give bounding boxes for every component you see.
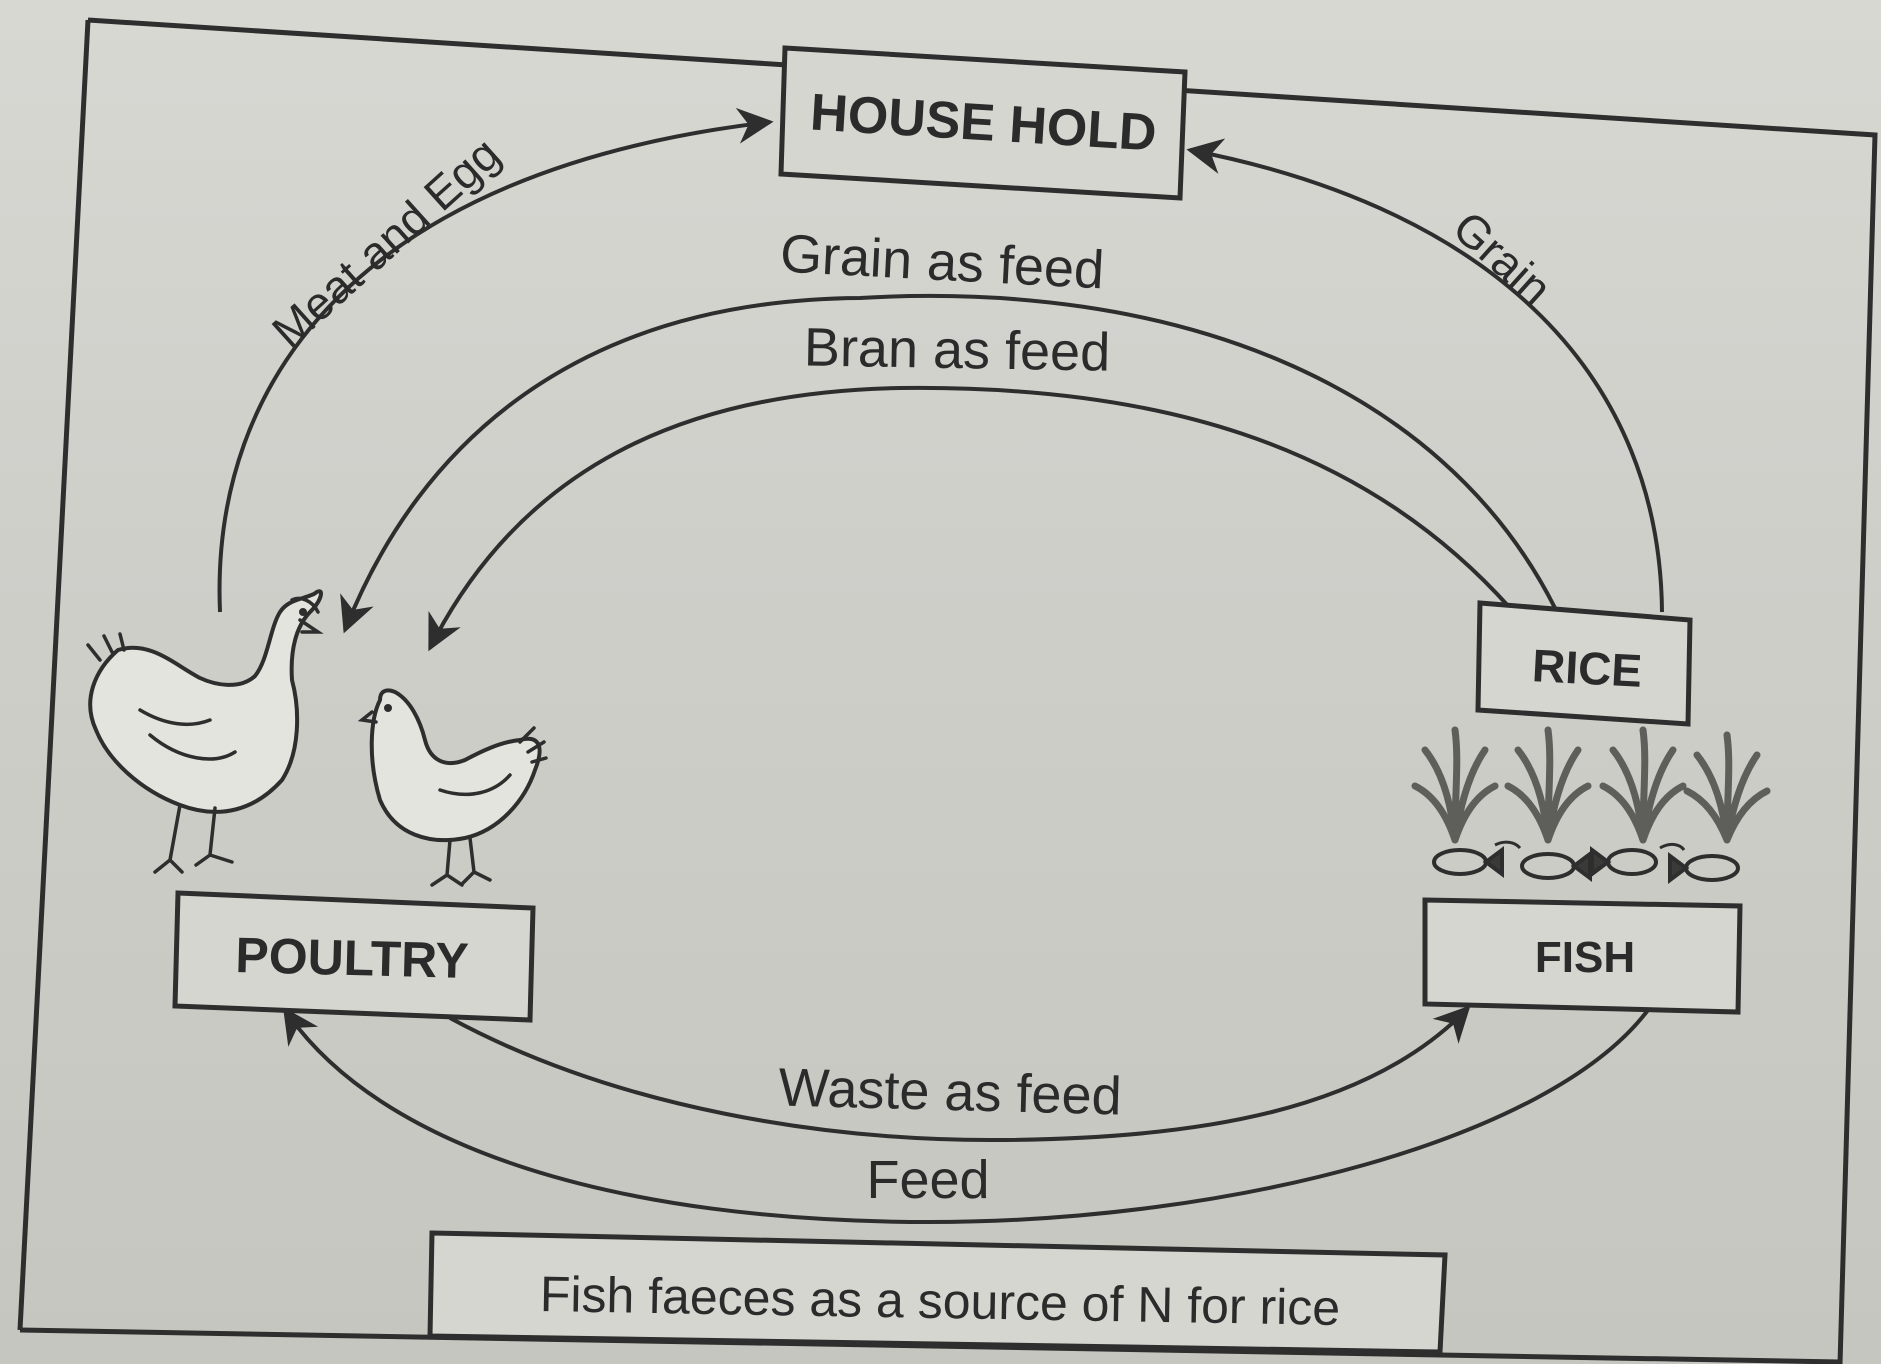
- node-rice-label: RICE: [1531, 639, 1643, 697]
- node-fish: FISH: [1422, 897, 1743, 1015]
- node-rice: RICE: [1475, 600, 1693, 727]
- rice-plant: [1504, 726, 1592, 844]
- edge-feed-label: Feed: [866, 1150, 989, 1210]
- edge-meat-and-egg-line: [217, 107, 774, 613]
- edge-bran-as-feed-line: [428, 385, 1512, 652]
- fish-school-icon: [1432, 840, 1740, 884]
- footer-note-label: Fish faeces as a source of N for rice: [539, 1266, 1340, 1336]
- footer-note: Fish faeces as a source of N for rice: [427, 1230, 1448, 1355]
- edge-grain-as-feed-label: Grain as feed: [779, 224, 1106, 301]
- rice-plants-icon: [1411, 726, 1771, 844]
- edge-feed-line: [282, 1007, 1650, 1225]
- hens-icon: [86, 589, 548, 887]
- edge-grain-line: [1186, 138, 1664, 613]
- edge-waste-as-feed-label: Waste as feed: [778, 1058, 1123, 1127]
- rice-plant: [1411, 726, 1499, 844]
- node-poultry: POULTRY: [172, 890, 536, 1023]
- outer-frame: [17, 17, 1878, 1364]
- large-hen: [86, 589, 324, 874]
- rice-plant: [1683, 731, 1771, 844]
- edge-meat-and-egg-label: Meat and Egg: [262, 127, 510, 357]
- edge-grain-label: Grain: [1443, 201, 1561, 315]
- node-household: HOUSE HOLD: [778, 45, 1188, 201]
- edge-waste-as-feed-line: [449, 1005, 1471, 1143]
- node-fish-label: FISH: [1535, 933, 1635, 982]
- small-hen: [357, 688, 548, 887]
- rice-plant: [1599, 726, 1687, 844]
- node-poultry-label: POULTRY: [235, 927, 470, 989]
- edge-bran-as-feed-label: Bran as feed: [803, 317, 1110, 382]
- edge-grain-as-feed-line: [340, 293, 1557, 634]
